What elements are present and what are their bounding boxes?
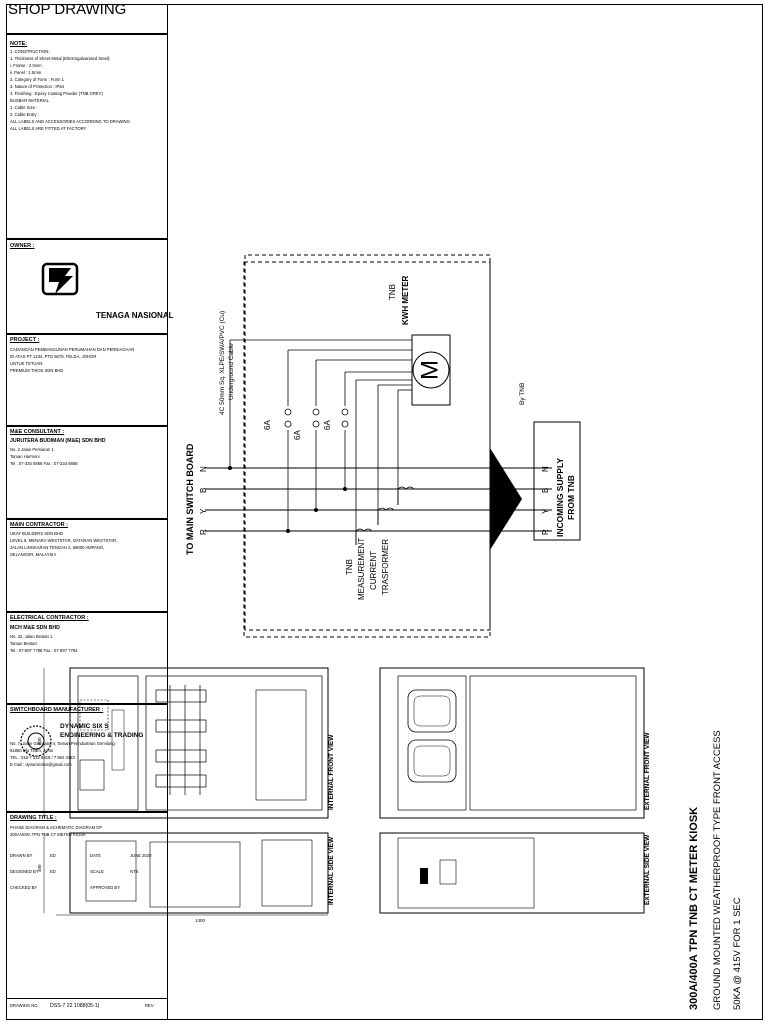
phase-n-bottom: N: [541, 466, 550, 472]
schematic-diagram: [244, 254, 491, 631]
kwh-meter-box: [411, 334, 451, 406]
phase-y-top: Y: [199, 508, 208, 514]
kwh-meter-letter: M: [416, 360, 443, 380]
incoming-label-1: INCOMING SUPPLY: [555, 458, 565, 537]
external-front-label: EXTERNAL FRONT VIEW: [644, 732, 651, 810]
tnb-logo: [41, 262, 79, 296]
ct-label-1: TNB: [345, 559, 354, 575]
fuse-label-2: 6A: [293, 430, 302, 440]
incoming-box: [533, 421, 581, 541]
kwh-meter-circle: [412, 351, 450, 389]
phase-b-bottom: B: [541, 488, 550, 493]
internal-side-label: INTERNAL SIDE VIEW: [328, 836, 335, 905]
internal-front-label: INTERNAL FRONT VIEW: [328, 734, 335, 810]
dim-1400: 1400: [195, 918, 206, 923]
incoming-label-2: FROM TNB: [566, 475, 576, 520]
dim-600: 600: [37, 737, 42, 745]
phase-n-top: N: [199, 466, 208, 472]
ct-label-3: CURRENT: [369, 551, 378, 590]
external-side-view: [379, 832, 645, 914]
cable-termination: [490, 448, 522, 550]
schematic-enclosure: [243, 261, 491, 638]
footer-line-2: GROUND MOUNTED WEATHERPROOF TYPE FRONT A…: [712, 730, 723, 1010]
internal-side-view: [69, 832, 329, 914]
footer-line-1: 300A/400A TPN TNB CT METER KIOSK: [688, 807, 700, 1010]
ct-label-4: TRASFORMER: [381, 539, 390, 595]
fuse-circuits: [229, 339, 415, 545]
kwh-meter-label-1: TNB: [388, 284, 397, 300]
enclosure-outline: [244, 254, 491, 631]
kwh-meter-label-2: KWH METER: [401, 275, 410, 325]
ct-label-2: MEASUREMENT: [357, 538, 366, 600]
phase-y-bottom: Y: [541, 508, 550, 514]
junction-dots: [228, 466, 347, 533]
phase-r-top: R: [199, 529, 208, 535]
footer-line-3: 50KA @ 415V FOR 1 SEC: [732, 897, 743, 1010]
cable-text-2: Underground Cable: [228, 343, 235, 400]
to-msb-label: TO MAIN SWITCH BOARD: [185, 443, 195, 555]
fuse-label-3: 6A: [323, 420, 332, 430]
phase-r-bottom: R: [541, 529, 550, 535]
internal-front-view: [69, 667, 329, 819]
external-side-label: EXTERNAL SIDE VIEW: [644, 834, 651, 905]
by-tnb-text: By TNB: [519, 383, 526, 405]
fuse-label-1: 6A: [263, 420, 272, 430]
dim-400: 400: [37, 864, 42, 872]
external-front-view: [379, 667, 645, 819]
cable-text-1: 4C 50mm Sq. XLPE/SWA/PVC (Cu): [219, 311, 226, 415]
phase-b-top: B: [199, 488, 208, 493]
